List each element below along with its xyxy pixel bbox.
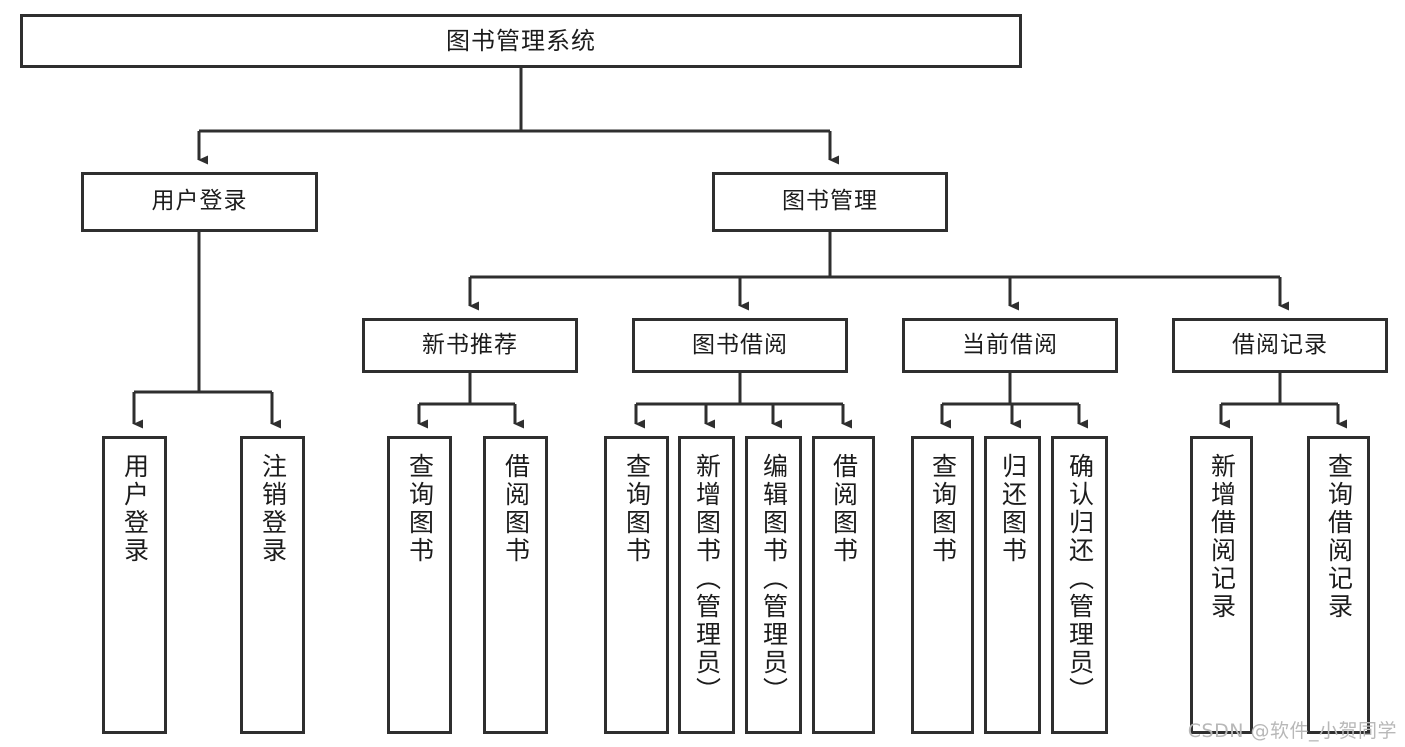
node-leaf-add-book[interactable]: 新增图书（管理员） xyxy=(678,436,735,734)
node-new-book-recommend-label: 新书推荐 xyxy=(422,331,518,358)
node-leaf-user-logout-label: 注销登录 xyxy=(258,453,288,565)
node-current-borrow[interactable]: 当前借阅 xyxy=(902,318,1118,373)
node-book-borrow[interactable]: 图书借阅 xyxy=(632,318,848,373)
node-leaf-borrow-book-2-label: 借阅图书 xyxy=(829,453,859,565)
node-leaf-add-record[interactable]: 新增借阅记录 xyxy=(1190,436,1253,734)
node-book-manage[interactable]: 图书管理 xyxy=(712,172,948,232)
node-leaf-query-record[interactable]: 查询借阅记录 xyxy=(1307,436,1370,734)
node-leaf-confirm-return[interactable]: 确认归还（管理员） xyxy=(1051,436,1108,734)
node-user-login[interactable]: 用户登录 xyxy=(81,172,318,232)
node-leaf-query-book-3[interactable]: 查询图书 xyxy=(911,436,974,734)
node-leaf-user-login-label: 用户登录 xyxy=(120,453,150,565)
node-leaf-query-book-1[interactable]: 查询图书 xyxy=(387,436,452,734)
node-leaf-borrow-book-2[interactable]: 借阅图书 xyxy=(812,436,875,734)
node-book-borrow-label: 图书借阅 xyxy=(692,331,788,358)
watermark-text: CSDN @软件_小贺同学 xyxy=(1187,720,1397,742)
node-leaf-user-logout[interactable]: 注销登录 xyxy=(240,436,305,734)
node-leaf-query-book-3-label: 查询图书 xyxy=(928,453,958,565)
node-new-book-recommend[interactable]: 新书推荐 xyxy=(362,318,578,373)
node-current-borrow-label: 当前借阅 xyxy=(962,331,1058,358)
node-leaf-query-book-2-label: 查询图书 xyxy=(622,453,652,565)
node-root[interactable]: 图书管理系统 xyxy=(20,14,1022,68)
node-book-manage-label: 图书管理 xyxy=(782,188,878,215)
node-leaf-confirm-return-label: 确认归还（管理员） xyxy=(1065,453,1095,705)
node-leaf-query-book-2[interactable]: 查询图书 xyxy=(604,436,669,734)
node-leaf-edit-book-label: 编辑图书（管理员） xyxy=(759,453,789,705)
node-leaf-borrow-book-1-label: 借阅图书 xyxy=(501,453,531,565)
node-user-login-label: 用户登录 xyxy=(151,188,248,215)
node-leaf-query-book-1-label: 查询图书 xyxy=(405,453,435,565)
node-leaf-return-book-label: 归还图书 xyxy=(998,453,1028,565)
node-root-label: 图书管理系统 xyxy=(446,26,596,55)
node-leaf-query-record-label: 查询借阅记录 xyxy=(1324,453,1354,621)
node-leaf-edit-book[interactable]: 编辑图书（管理员） xyxy=(745,436,802,734)
node-borrow-record[interactable]: 借阅记录 xyxy=(1172,318,1388,373)
node-leaf-add-record-label: 新增借阅记录 xyxy=(1207,453,1237,621)
node-borrow-record-label: 借阅记录 xyxy=(1232,331,1328,358)
node-leaf-borrow-book-1[interactable]: 借阅图书 xyxy=(483,436,548,734)
node-leaf-user-login[interactable]: 用户登录 xyxy=(102,436,167,734)
node-leaf-add-book-label: 新增图书（管理员） xyxy=(692,453,722,705)
node-leaf-return-book[interactable]: 归还图书 xyxy=(984,436,1041,734)
